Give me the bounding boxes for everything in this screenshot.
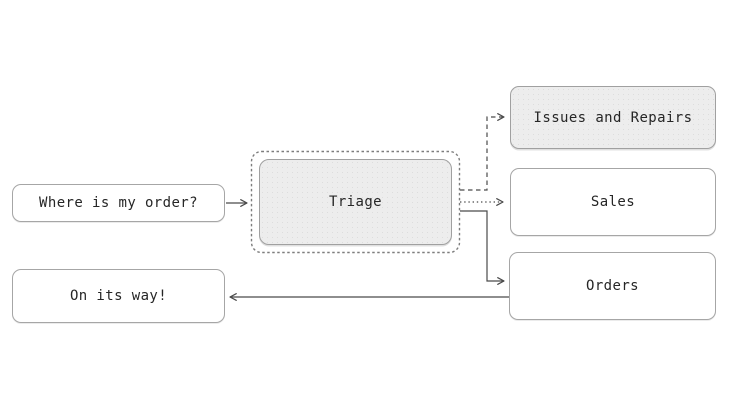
node-sales-label: Sales	[590, 194, 636, 210]
node-where-is-my-order: Where is my order?	[12, 184, 225, 222]
node-orders: Orders	[509, 252, 716, 320]
edge-triage-to-orders	[460, 210, 505, 285]
node-triage-label: Triage	[329, 194, 382, 210]
node-on-its-way-label: On its way!	[69, 288, 168, 304]
node-where-is-my-order-label: Where is my order?	[39, 195, 198, 211]
node-triage: Triage	[259, 159, 452, 245]
edge-triage-to-issues	[460, 113, 505, 191]
node-sales: Sales	[510, 168, 716, 236]
node-issues-and-repairs-label: Issues and Repairs	[533, 109, 693, 126]
node-issues-and-repairs: Issues and Repairs	[510, 86, 716, 149]
node-orders-label: Orders	[586, 278, 639, 294]
node-on-its-way: On its way!	[12, 269, 225, 323]
